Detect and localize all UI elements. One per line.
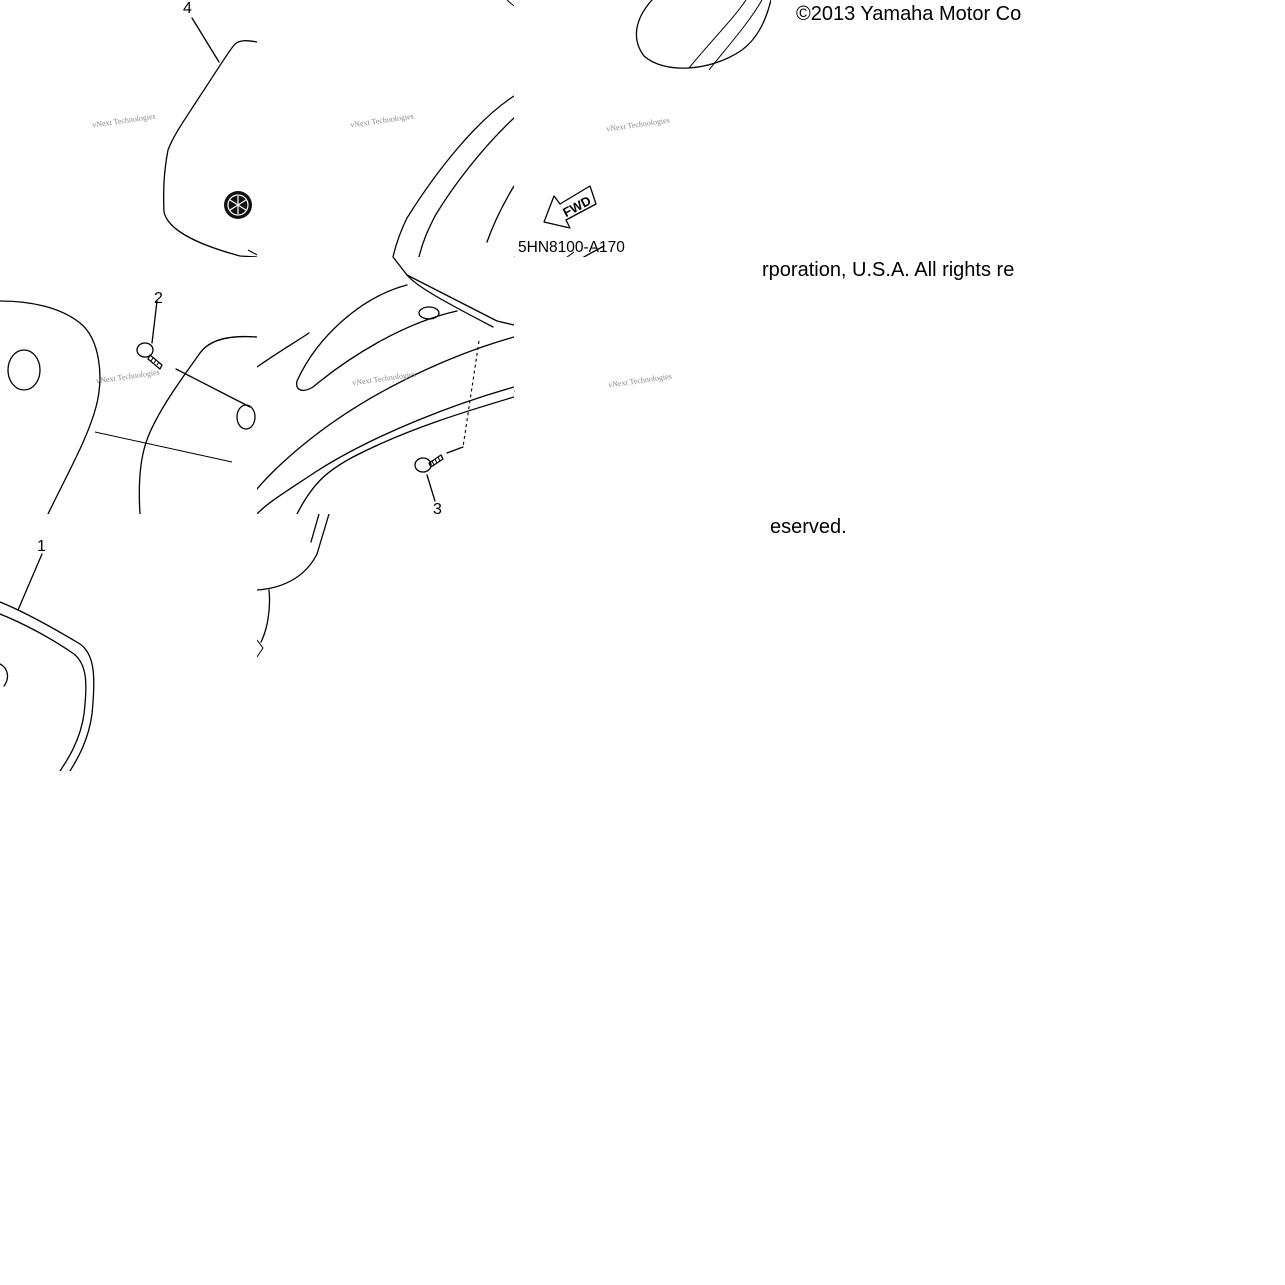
copyright-line-3: eserved. <box>770 516 847 538</box>
rear-fender-middle-drawing <box>257 257 514 514</box>
callout-leader-3 <box>426 474 436 502</box>
bolt-leader <box>175 368 251 408</box>
fender-edge-outer <box>392 95 514 257</box>
callout-leader-1 <box>17 553 43 611</box>
diagram-tile-top-left <box>0 0 257 257</box>
callout-leader-4 <box>191 17 220 63</box>
rear-fender-upper-drawing <box>392 0 514 257</box>
lower-cover-outline <box>0 601 95 771</box>
fender-edge-inner <box>418 117 514 257</box>
diagram-tile-middle-left <box>0 257 257 514</box>
callout-1: 1 <box>37 538 46 555</box>
bolt-2-icon <box>136 342 163 370</box>
bolt-3-icon <box>414 454 444 473</box>
callout-3: 3 <box>433 501 442 518</box>
diagram-tile-bottom-left <box>0 514 257 771</box>
diagram-tile-bottom-center <box>257 514 514 657</box>
fender-arch-1 <box>257 336 514 490</box>
diagram-tile-bottom-right <box>514 514 771 657</box>
diagram-tile-middle-right <box>514 257 771 514</box>
fender-bottom-drawing <box>257 514 330 657</box>
part-code: 5HN8100-A170 <box>518 239 625 256</box>
cover-outline-left <box>0 300 101 514</box>
diagram-tile-middle-center <box>257 257 514 514</box>
fender-arch-2 <box>257 386 514 514</box>
side-cover-drawing <box>162 17 257 257</box>
bolt-3-guide <box>462 340 480 448</box>
bracket-outline <box>138 335 257 514</box>
cover-bracket-drawing <box>0 300 257 514</box>
callout-4: 4 <box>183 0 192 17</box>
fender-tip-drawing <box>514 0 771 257</box>
diagram-tile-top-center <box>257 0 514 257</box>
diagram-tile-top-right <box>514 0 771 257</box>
callout-2: 2 <box>154 290 163 307</box>
copyright-line-1: ©2013 Yamaha Motor Co <box>796 3 1022 25</box>
fender-recess <box>296 284 458 392</box>
centerline-1 <box>94 431 233 463</box>
fender-tip-outline <box>635 0 771 69</box>
callout-leader-2 <box>151 300 158 344</box>
side-cover-outline <box>162 40 257 257</box>
fender-rim <box>392 257 514 326</box>
fwd-arrow-icon <box>543 185 597 229</box>
copyright-line-2: rporation, U.S.A. All rights re <box>762 259 1015 281</box>
cover-hole <box>7 349 41 391</box>
lower-cover-drawing <box>0 553 95 771</box>
